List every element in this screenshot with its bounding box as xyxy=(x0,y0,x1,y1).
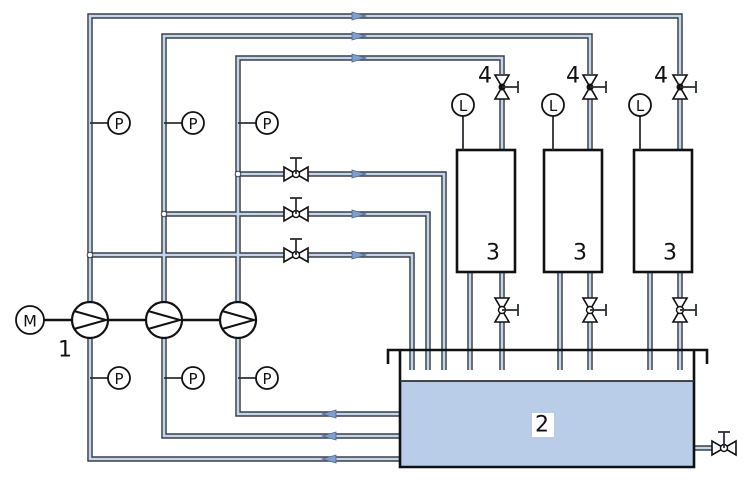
level-gauge: L xyxy=(541,93,565,117)
bypass-valve-low xyxy=(283,238,309,264)
flow-arrow xyxy=(351,250,368,260)
svg-text:P: P xyxy=(262,115,271,133)
svg-text:P: P xyxy=(188,370,197,388)
pump-2 xyxy=(144,300,184,340)
flow-arrow xyxy=(320,409,337,419)
flow-arrow xyxy=(351,169,368,179)
pump-1 xyxy=(70,300,110,340)
flow-arrow xyxy=(351,31,368,41)
sump-outlet-valve xyxy=(711,431,737,457)
drain-valve-3 xyxy=(671,297,697,323)
flow-arrows xyxy=(320,11,368,464)
svg-text:P: P xyxy=(114,115,123,133)
pressure-gauge: P xyxy=(107,111,131,135)
control-valve-3 xyxy=(671,74,697,100)
flow-arrow xyxy=(351,53,368,63)
drain-valve-2 xyxy=(581,297,607,323)
pump-3 xyxy=(218,300,258,340)
bypass-line-mid xyxy=(164,211,431,370)
tank-1: 3 xyxy=(455,148,517,274)
bypass-valve-mid xyxy=(283,197,309,223)
pressure-gauge: P xyxy=(255,366,279,390)
svg-text:P: P xyxy=(114,370,123,388)
control-valve-1 xyxy=(493,74,519,100)
level-gauges: L L L xyxy=(451,93,652,150)
pump-unit: M 1 xyxy=(15,300,258,363)
bypass-valves xyxy=(283,157,309,264)
valve-2-label: 4 xyxy=(566,64,580,89)
control-valves: 4 4 4 xyxy=(478,64,697,100)
suction-line-1 xyxy=(87,338,400,462)
svg-text:L: L xyxy=(636,97,645,115)
control-valve-2 xyxy=(581,74,607,100)
pressure-gauges: P P P P P P xyxy=(90,111,279,390)
drain-valve-1 xyxy=(493,297,519,323)
flow-arrow xyxy=(351,11,368,21)
tank-3: 3 xyxy=(632,148,694,274)
tank-2-label: 3 xyxy=(573,241,587,266)
flow-arrow xyxy=(351,209,368,219)
valve-1-label: 4 xyxy=(478,64,492,89)
drain-valves xyxy=(493,297,697,323)
pressure-gauge: P xyxy=(255,111,279,135)
pressure-gauge: P xyxy=(181,111,205,135)
flow-arrow xyxy=(320,431,337,441)
bypass-valve-top xyxy=(283,157,309,183)
pressure-gauge: P xyxy=(181,366,205,390)
svg-text:L: L xyxy=(549,97,558,115)
tank-1-label: 3 xyxy=(486,241,500,266)
delivery-line-2 xyxy=(161,33,593,302)
flow-arrow xyxy=(320,454,337,464)
svg-text:L: L xyxy=(459,97,468,115)
motor-label: M xyxy=(23,312,37,331)
tank-2: 3 xyxy=(542,148,604,274)
sump-tank-label: 2 xyxy=(535,413,549,438)
level-gauge: L xyxy=(451,93,475,117)
pressure-gauge: P xyxy=(107,366,131,390)
sump-tank: 2 xyxy=(386,348,709,469)
svg-text:P: P xyxy=(262,370,271,388)
valve-3-label: 4 xyxy=(654,64,668,89)
tank-3-label: 3 xyxy=(663,241,677,266)
level-gauge: L xyxy=(628,93,652,117)
pump-group-label: 1 xyxy=(58,338,72,363)
svg-text:P: P xyxy=(188,115,197,133)
